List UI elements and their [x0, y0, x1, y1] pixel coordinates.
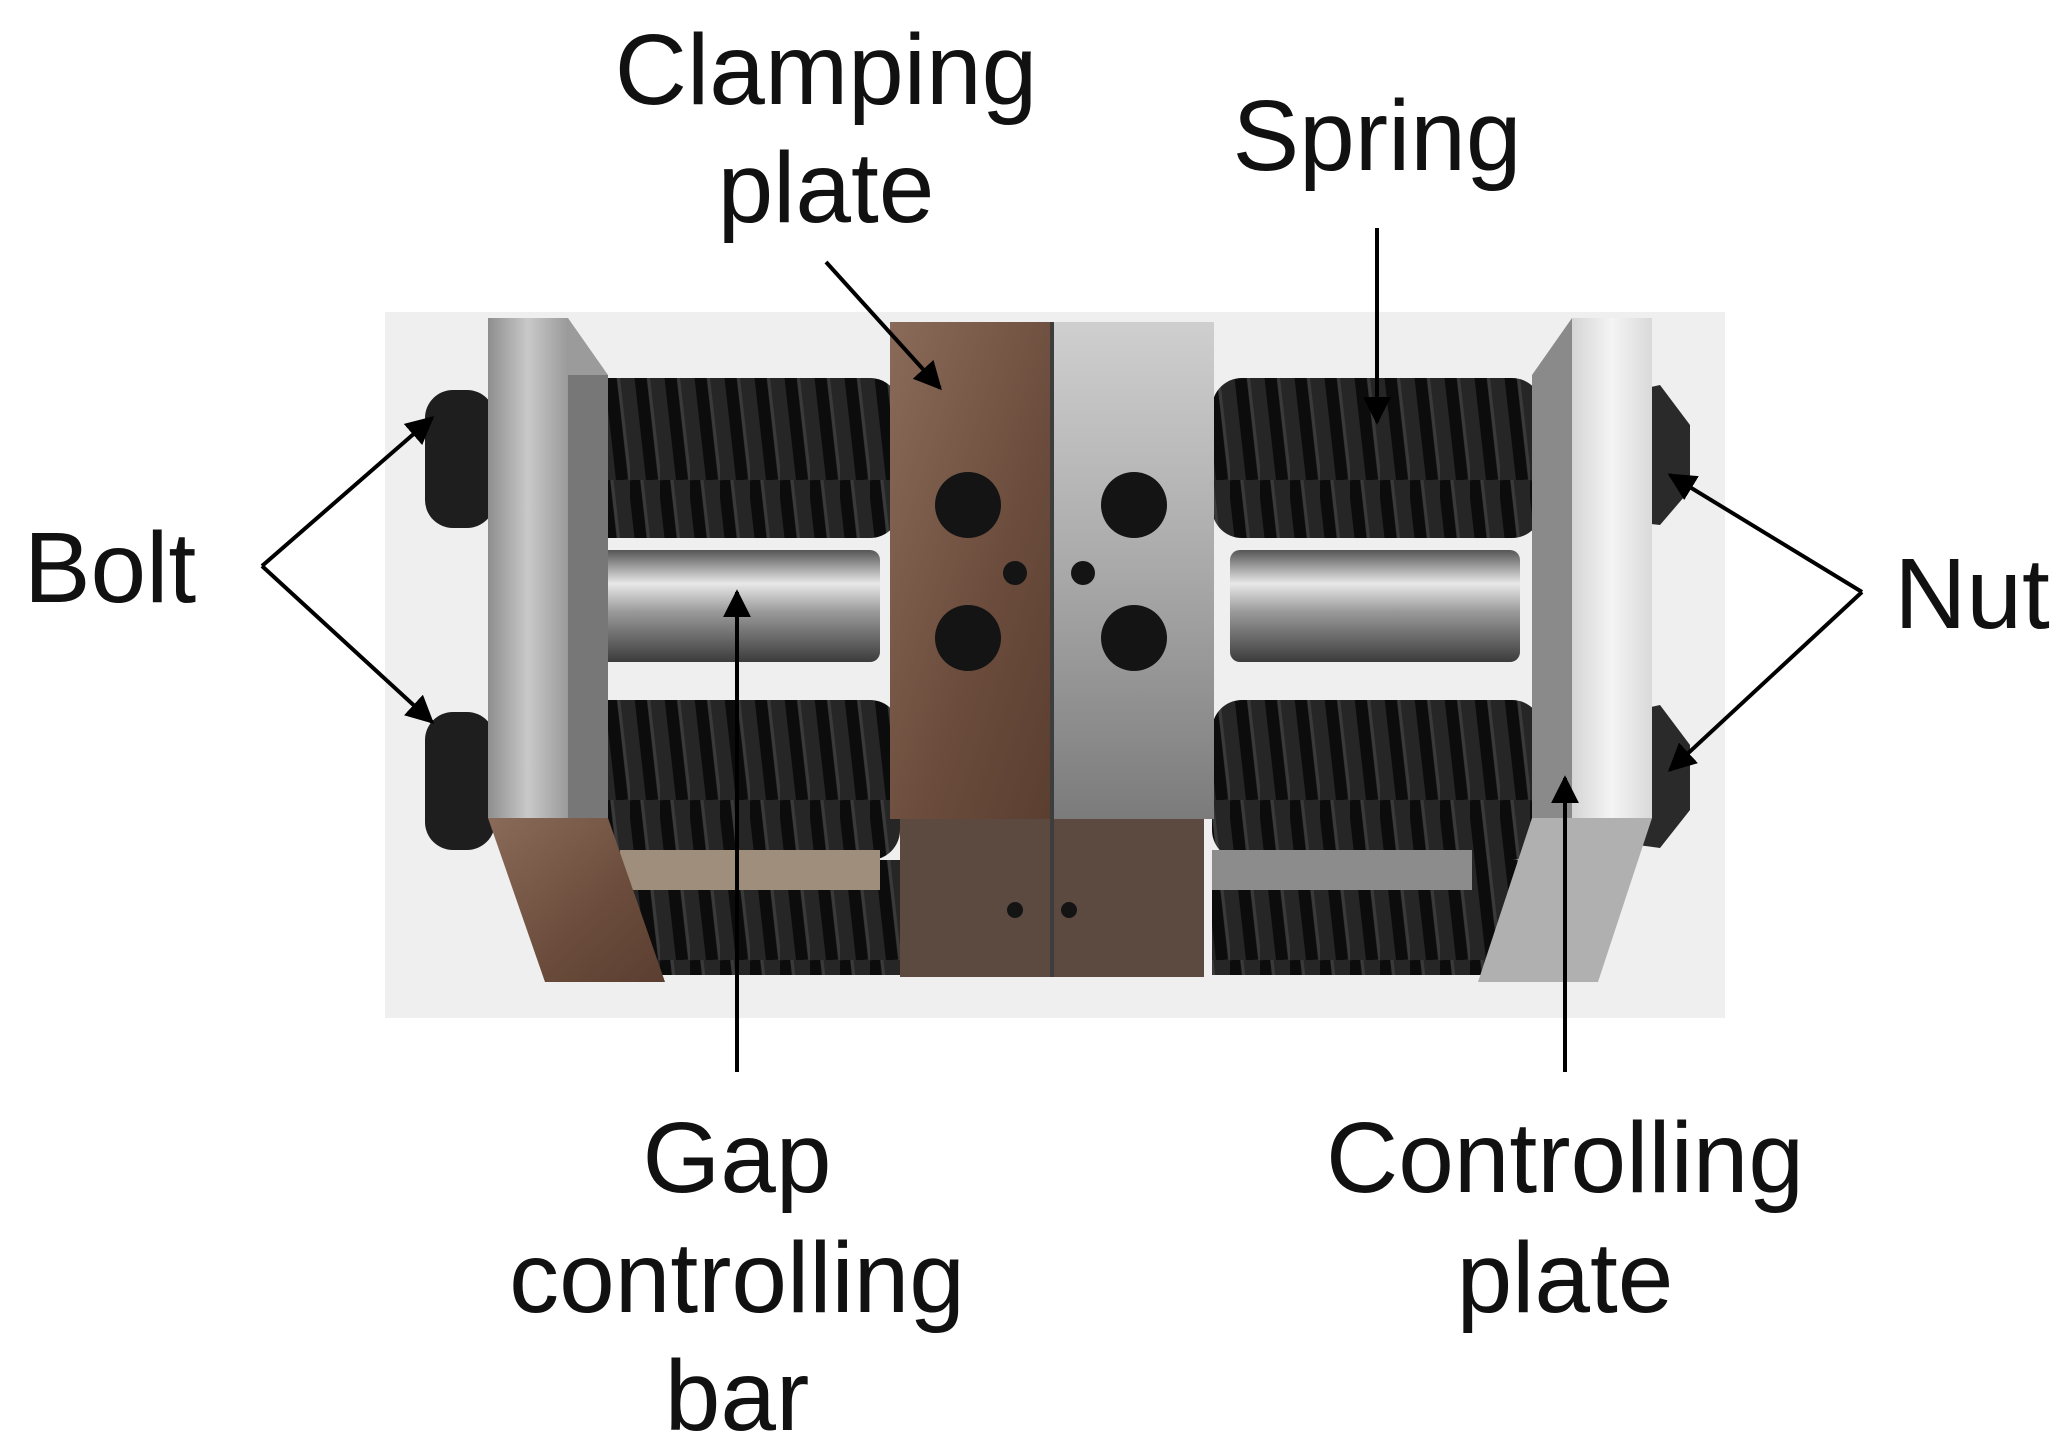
right-plate [1572, 318, 1652, 818]
left-plate [488, 318, 568, 818]
label-spring: Spring [1232, 80, 1521, 192]
clamping-pin-hole [1071, 561, 1095, 585]
label-controlling-plate-line1: Controlling [1326, 1102, 1804, 1214]
clamping-pin-hole [1061, 902, 1077, 918]
annotation-arrows [260, 228, 1864, 1072]
arrow-bolt-upper [260, 416, 435, 568]
left-plate-base [488, 818, 665, 982]
clamping-pin-hole [1007, 902, 1023, 918]
label-gap-controlling-bar-line1: Gap [642, 1102, 831, 1214]
fixture-photo [385, 312, 1725, 1018]
labels: Clamping plate Spring Bolt Nut Gap contr… [24, 14, 2050, 1449]
gap-controlling-bar-right-back [1212, 850, 1472, 890]
right-plate-side [1532, 318, 1572, 820]
clamping-hole [1101, 605, 1167, 671]
spring-right-upper [1212, 378, 1542, 538]
clamping-hole [935, 472, 1001, 538]
bolt-head-lower [425, 712, 495, 850]
arrow-clamping-plate [824, 260, 942, 391]
gap-controlling-bar-left [570, 550, 880, 662]
clamping-pin-hole [1003, 561, 1027, 585]
spring-right-lower [1212, 700, 1542, 860]
label-bolt: Bolt [24, 512, 197, 624]
arrow-nut-lower [1667, 590, 1864, 772]
gap-controlling-bar-left-back [620, 850, 880, 890]
bolt-head-upper [425, 390, 495, 528]
clamping-hole [1101, 472, 1167, 538]
gap-controlling-bar-right [1230, 550, 1520, 662]
spring-left-upper [570, 378, 900, 538]
left-plate-side [568, 375, 608, 820]
label-nut: Nut [1894, 538, 2050, 650]
label-clamping-plate-line1: Clamping [615, 14, 1037, 126]
clamping-plate-left-half [890, 322, 1052, 819]
label-clamping-plate-line2: plate [718, 132, 935, 244]
clamping-hole [935, 605, 1001, 671]
label-controlling-plate-line2: plate [1457, 1222, 1674, 1334]
arrow-nut-upper [1667, 473, 1864, 594]
label-gap-controlling-bar-line2: controlling [509, 1222, 965, 1334]
label-gap-controlling-bar-line3: bar [665, 1340, 810, 1449]
arrow-bolt-lower [260, 564, 435, 724]
